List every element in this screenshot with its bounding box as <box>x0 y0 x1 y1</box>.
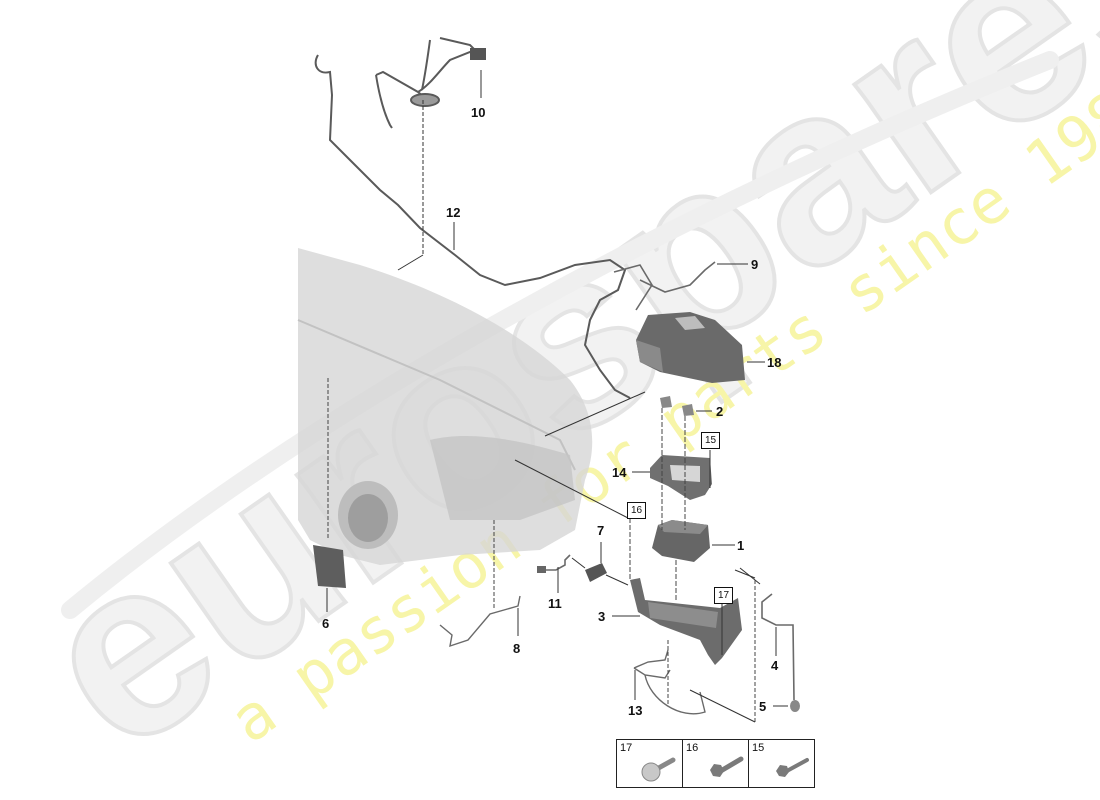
part-11-connector <box>537 566 546 573</box>
callout-3: 3 <box>598 609 606 624</box>
part-13-wire <box>633 649 706 715</box>
legend-cell-16: 16 <box>683 740 749 787</box>
round-head-screw-icon <box>641 757 676 782</box>
part-12-harness <box>314 54 631 399</box>
callout-5: 5 <box>759 699 767 714</box>
legend-label: 16 <box>686 742 699 754</box>
legend-label: 15 <box>752 742 765 754</box>
callout-12: 12 <box>446 205 461 220</box>
part-1-module <box>652 520 710 562</box>
callout-7: 7 <box>597 523 605 538</box>
callout-2: 2 <box>716 404 724 419</box>
legend-cell-15: 15 <box>749 740 814 787</box>
boxed-ref-15: 15 <box>701 432 720 449</box>
part-10-harness <box>375 37 486 129</box>
part-6-control-unit <box>313 545 346 588</box>
part-3-tray <box>630 578 742 665</box>
callout-18: 18 <box>767 355 782 370</box>
callout-6: 6 <box>322 616 330 631</box>
callout-10: 10 <box>471 105 486 120</box>
hex-flange-bolt-small-icon <box>776 758 809 777</box>
part-9-harness <box>613 261 716 311</box>
boxed-ref-16: 16 <box>627 502 646 519</box>
boxed-ref-17: 17 <box>714 587 733 604</box>
callout-9: 9 <box>751 257 759 272</box>
part-7-switch-module <box>585 563 607 582</box>
legend-label: 17 <box>620 742 633 754</box>
watermark-swoosh <box>61 51 1059 619</box>
callout-13: 13 <box>628 703 643 718</box>
fastener-legend: 17 16 15 <box>616 739 815 788</box>
part-14-bracket <box>650 455 712 500</box>
callout-1: 1 <box>737 538 745 553</box>
callout-4: 4 <box>771 658 779 673</box>
hex-flange-bolt-icon <box>710 756 744 777</box>
part-11-sensor <box>545 554 571 571</box>
vehicle-ghost-rear <box>297 248 593 565</box>
part-18-cover <box>636 312 745 383</box>
part-4-wire <box>761 593 795 701</box>
part-8-wire <box>439 595 521 648</box>
legend-cell-17: 17 <box>617 740 683 787</box>
part-5-grommet <box>790 700 800 712</box>
callout-14: 14 <box>612 465 627 480</box>
part-2-clips <box>660 396 694 416</box>
callout-11: 11 <box>548 596 562 611</box>
callout-8: 8 <box>513 641 521 656</box>
